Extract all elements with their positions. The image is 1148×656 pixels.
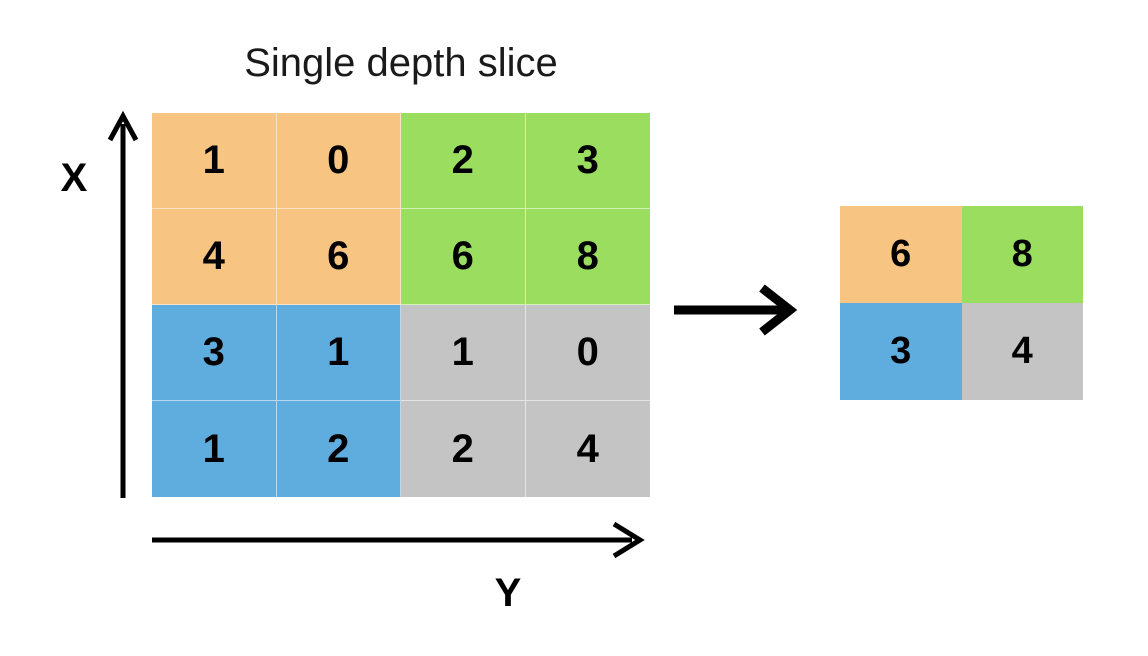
input-cell-1-2: 6 <box>401 209 526 305</box>
input-cell-2-2: 1 <box>401 305 526 401</box>
input-cell-2-0: 3 <box>152 305 277 401</box>
input-cell-0-3: 3 <box>525 113 650 209</box>
input-cell-1-1: 6 <box>276 209 401 305</box>
input-cell-1-0: 4 <box>152 209 277 305</box>
x-axis-label: X <box>60 156 88 200</box>
output-cell-1-1: 4 <box>961 303 1083 400</box>
y-axis <box>150 518 650 562</box>
output-cell-1-0: 3 <box>840 303 962 400</box>
pooling-transition <box>672 282 802 338</box>
input-cell-3-2: 2 <box>401 401 526 497</box>
input-cell-3-3: 4 <box>525 401 650 497</box>
input-cell-3-1: 2 <box>276 401 401 497</box>
input-cell-3-0: 1 <box>152 401 277 497</box>
output-cell-0-1: 8 <box>961 206 1083 303</box>
arrow-right-icon <box>674 284 798 336</box>
page-title: Single depth slice <box>244 41 558 85</box>
input-cell-0-2: 2 <box>401 113 526 209</box>
arrow-up-icon <box>107 110 139 498</box>
arrow-right-icon <box>152 521 645 559</box>
input-cell-2-3: 0 <box>525 305 650 401</box>
input-cell-2-1: 1 <box>276 305 401 401</box>
input-cell-1-3: 8 <box>525 209 650 305</box>
input-cell-0-1: 0 <box>276 113 401 209</box>
x-axis <box>104 110 144 500</box>
output-cell-0-0: 6 <box>840 206 962 303</box>
y-axis-label: Y <box>494 571 522 615</box>
input-cell-0-0: 1 <box>152 113 277 209</box>
